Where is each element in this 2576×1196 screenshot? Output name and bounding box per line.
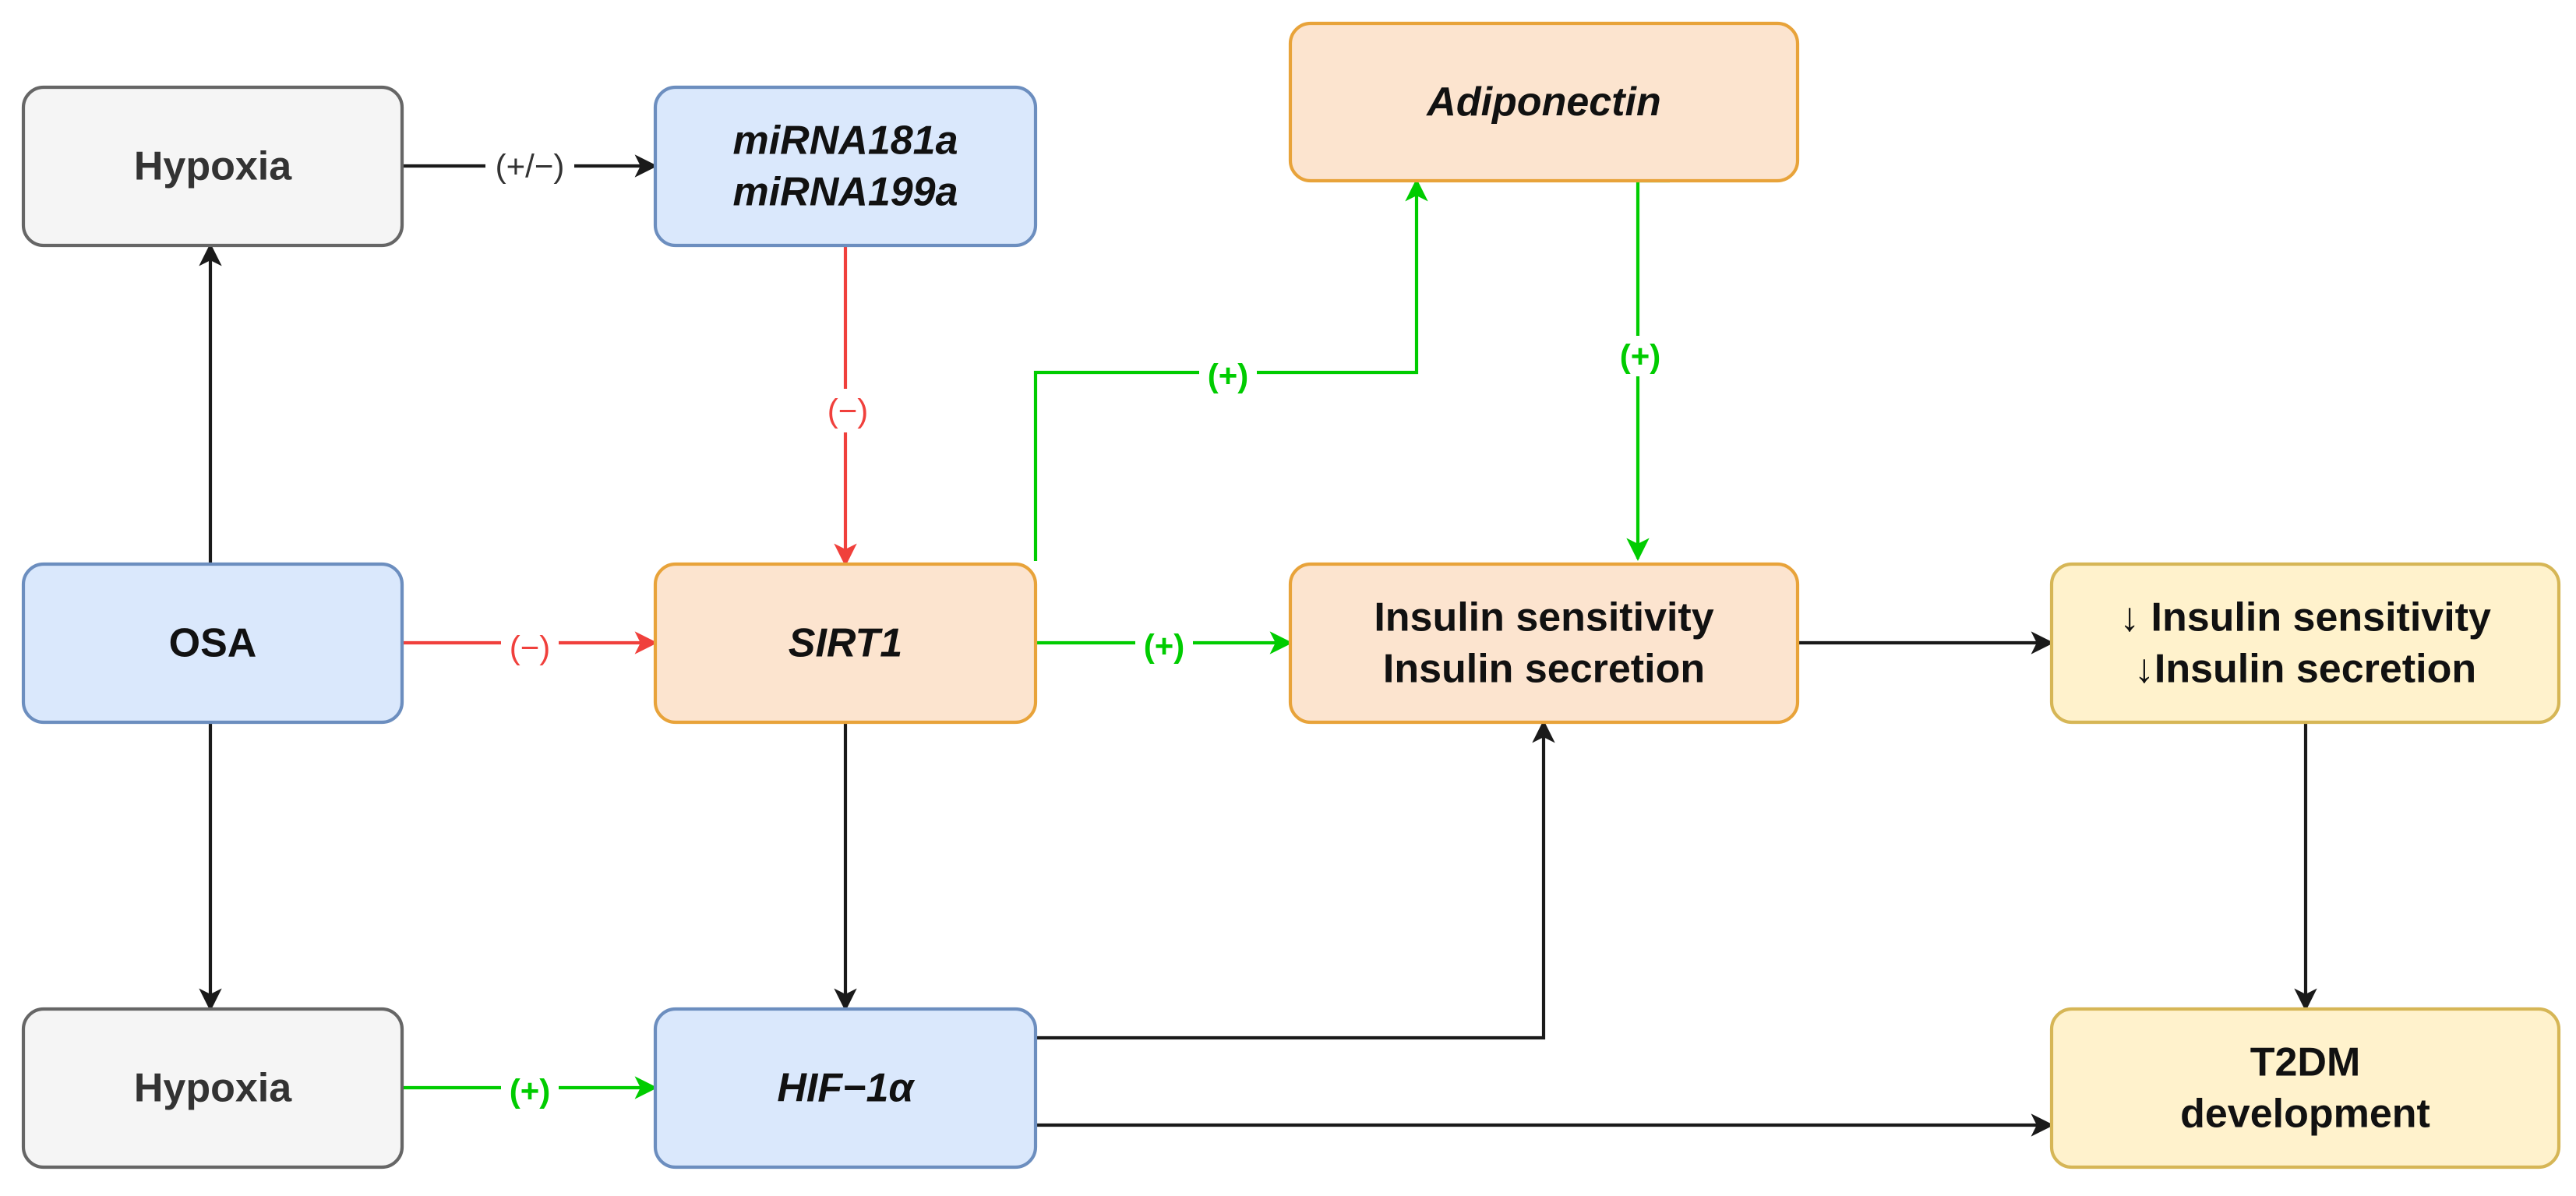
node-box bbox=[21, 85, 404, 248]
node-label-line: ↓ Insulin sensitivity bbox=[2119, 595, 2491, 640]
node-label-line: T2DM bbox=[2250, 1040, 2361, 1085]
node-label-line: ↓Insulin secretion bbox=[2134, 647, 2476, 692]
node-label-line: OSA bbox=[169, 621, 257, 666]
node-label-line: development bbox=[2180, 1092, 2430, 1137]
edge-label-background bbox=[1199, 358, 1257, 393]
node-box bbox=[1288, 562, 1800, 725]
edge-label-sirt1-to-adiponectin: (+) bbox=[1208, 358, 1249, 394]
edge-labels-layer: (+/−) (−) (−) (+) (+) (+) (+) bbox=[485, 148, 1664, 1110]
node-box bbox=[21, 1007, 404, 1170]
node-box bbox=[653, 1007, 1038, 1170]
node-box bbox=[2049, 1007, 2561, 1170]
node-box bbox=[21, 562, 404, 725]
edge-hif1a-to-insulin bbox=[1036, 720, 1555, 1040]
edge-label-background bbox=[824, 389, 871, 432]
edge-label-mirna-to-sirt1: (−) bbox=[827, 393, 869, 429]
edge-label-sirt1-to-insulin: (+) bbox=[1144, 628, 1185, 665]
node-box bbox=[2049, 562, 2561, 725]
edge-label-adiponectin-to-insulin: (+) bbox=[1620, 338, 1661, 375]
node-box bbox=[653, 85, 1038, 248]
edge-label-background bbox=[1617, 336, 1664, 376]
node-hypoxia-top: Hypoxia bbox=[21, 85, 404, 248]
node-label-line: miRNA199a bbox=[732, 170, 958, 215]
node-t2dm: T2DM development bbox=[2049, 1007, 2561, 1170]
node-osa: OSA bbox=[21, 562, 404, 725]
edge-label-osa-to-sirt1: (−) bbox=[510, 630, 551, 666]
node-label-line: HIF−1α bbox=[777, 1066, 916, 1111]
node-box bbox=[1288, 21, 1800, 183]
node-box bbox=[653, 562, 1038, 725]
node-label-line: Hypoxia bbox=[134, 144, 292, 189]
edge-label-background bbox=[501, 1074, 559, 1108]
edge-label-hypoxia-to-mirna: (+/−) bbox=[496, 148, 565, 185]
edge-label-hypoxia-to-hif1a: (+) bbox=[510, 1073, 551, 1110]
node-hif1a: HIF−1α bbox=[653, 1007, 1038, 1170]
edge-label-background bbox=[501, 630, 559, 665]
node-label-line: Insulin sensitivity bbox=[1374, 595, 1713, 640]
node-hypoxia-bottom: Hypoxia bbox=[21, 1007, 404, 1170]
node-sirt1: SIRT1 bbox=[653, 562, 1038, 725]
node-label-line: SIRT1 bbox=[789, 621, 902, 666]
node-mirna: miRNA181a miRNA199a bbox=[653, 85, 1038, 248]
node-label-line: Adiponectin bbox=[1425, 79, 1660, 125]
node-adiponectin: Adiponectin bbox=[1288, 21, 1800, 183]
node-decreased-insulin: ↓ Insulin sensitivity ↓Insulin secretion bbox=[2049, 562, 2561, 725]
node-label-line: Insulin secretion bbox=[1383, 647, 1705, 692]
edge-label-background bbox=[485, 149, 574, 183]
node-label-line: miRNA181a bbox=[732, 118, 958, 164]
node-label-line: Hypoxia bbox=[134, 1066, 292, 1111]
edge-label-background bbox=[1135, 629, 1193, 663]
